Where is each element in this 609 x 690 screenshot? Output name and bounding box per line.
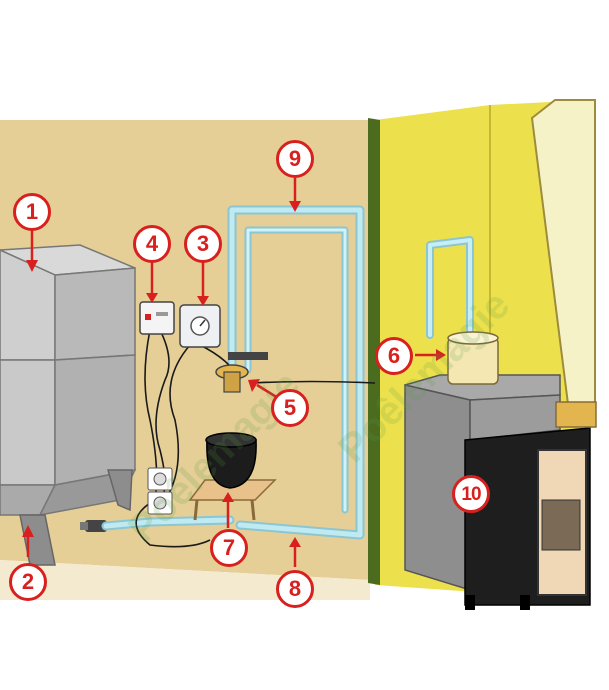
pipe-network <box>101 205 474 540</box>
storage-tank <box>0 244 137 566</box>
tank-outlet-valve <box>80 520 107 532</box>
callout-6: 6 <box>375 337 413 375</box>
wood-stove <box>404 374 597 610</box>
leaning-board <box>530 99 596 421</box>
callout-5: 5 <box>271 389 309 427</box>
callout-10: 10 <box>452 475 490 513</box>
control-box <box>179 304 221 348</box>
callout-9: 9 <box>276 140 314 178</box>
callout-2: 2 <box>9 563 47 601</box>
water-pump <box>188 432 277 521</box>
partition-edge <box>368 118 380 585</box>
callout-8: 8 <box>276 570 314 608</box>
callout-7: 7 <box>210 529 248 567</box>
callout-4: 4 <box>133 225 171 263</box>
callout-1: 1 <box>13 193 51 231</box>
heater-cartridge <box>447 331 499 385</box>
callout-3: 3 <box>184 225 222 263</box>
electric-box <box>139 301 175 335</box>
wall-sockets <box>147 467 173 515</box>
callout-arrows <box>22 178 446 567</box>
pump-filter <box>215 352 268 393</box>
